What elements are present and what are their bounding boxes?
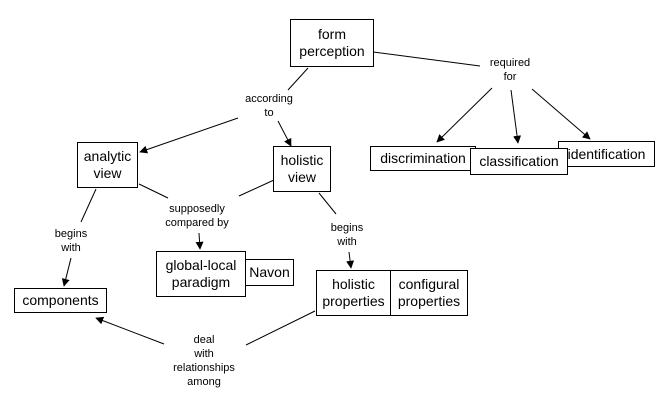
concept-analytic-view[interactable]: analytic view	[77, 142, 138, 188]
link-supposedly-compared-by: supposedly compared by	[164, 202, 230, 230]
line-required-to-classification	[510, 89, 522, 144]
line-holistic-to-compared	[238, 179, 275, 197]
line-begins-left-to-components	[61, 257, 72, 287]
link-deal-with-relationships-among: deal with relationships among	[172, 333, 236, 389]
link-begins-with-left: begins with	[53, 227, 89, 255]
line-deal-to-components	[95, 316, 165, 345]
line-begins-right-to-holistic-props	[346, 251, 355, 269]
line-holistic-props-to-deal	[245, 310, 316, 346]
link-according-to: according to	[244, 92, 294, 120]
concept-classification[interactable]: classification	[470, 148, 568, 175]
line-according-to-holistic	[277, 120, 292, 147]
link-begins-with-right: begins with	[329, 221, 365, 249]
concept-discrimination[interactable]: discrimination	[370, 146, 476, 171]
line-holistic-to-begins-right	[318, 192, 337, 215]
concept-global-local-paradigm[interactable]: global-local paradigm	[156, 251, 246, 297]
concept-holistic-view[interactable]: holistic view	[273, 146, 331, 192]
concept-form-perception[interactable]: form perception	[290, 19, 374, 67]
concept-identification[interactable]: identification	[558, 141, 655, 167]
concept-navon[interactable]: Navon	[245, 259, 294, 286]
line-required-to-identification	[531, 88, 591, 140]
concept-configural-properties[interactable]: configural properties	[390, 270, 468, 316]
line-required-to-discrimination	[436, 87, 493, 143]
line-compared-to-global	[195, 232, 204, 250]
line-according-to-analytic	[139, 117, 239, 154]
concept-components[interactable]: components	[14, 288, 107, 313]
concept-holistic-properties[interactable]: holistic properties	[316, 270, 391, 316]
line-analytic-to-begins-left	[80, 188, 97, 223]
line-form-to-required	[372, 51, 481, 67]
line-analytic-to-compared	[138, 183, 169, 199]
link-required-for: required for	[488, 56, 532, 84]
line-form-to-according	[287, 67, 309, 91]
